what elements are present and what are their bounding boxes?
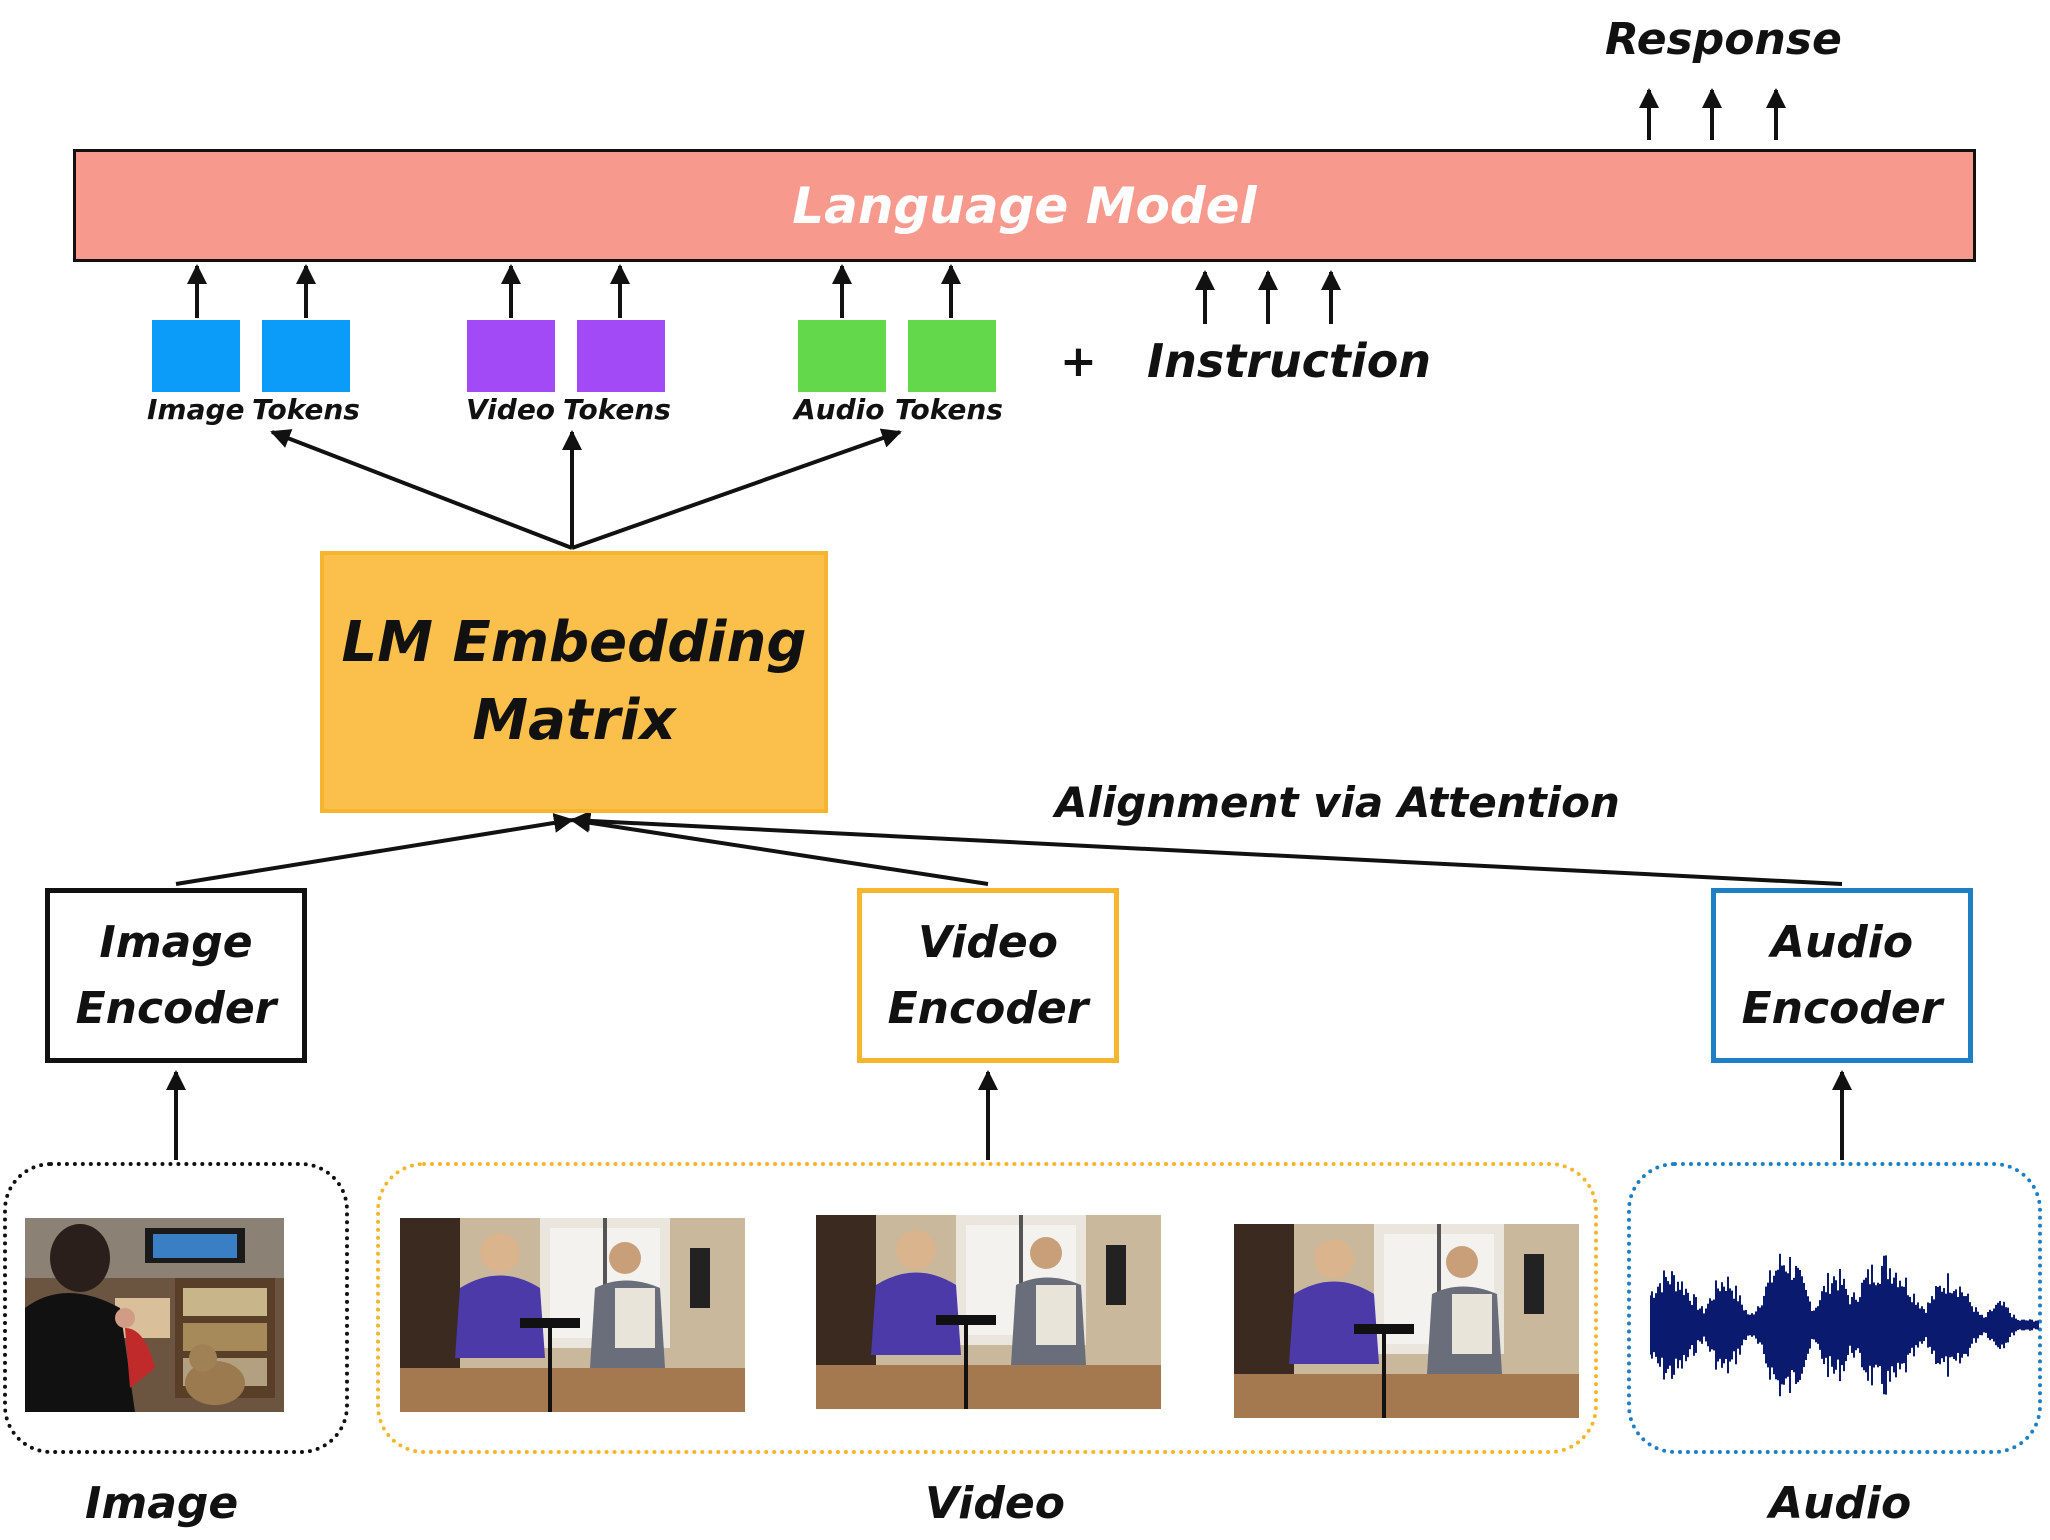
language-model-box: Language Model [73, 149, 1976, 262]
video-input-frame [376, 1162, 1598, 1454]
audio-tokens-label-right: Tokens [895, 393, 1003, 426]
image-input-frame [3, 1162, 349, 1454]
video-encoder-box: Video Encoder [857, 888, 1119, 1063]
instruction-label: Instruction [1147, 334, 1432, 388]
video-input-label: Video [925, 1478, 1065, 1529]
response-label: Response [1605, 14, 1842, 65]
audio-input-frame [1627, 1162, 2042, 1454]
audio-encoder-to-embedding [570, 810, 1843, 886]
video-tokens-label-left: Video [466, 393, 556, 426]
image-token-2 [262, 320, 350, 392]
lm-embedding-matrix-box: LM Embedding Matrix [320, 551, 828, 813]
audio-token-2 [908, 320, 996, 392]
video-frame-1 [400, 1218, 745, 1412]
video-encoder-line-1: Video [918, 916, 1058, 968]
image-tokens-label-left: Image [147, 393, 245, 426]
video-encoder-to-embedding [570, 812, 989, 886]
image-token-1 [152, 320, 240, 392]
audio-encoder-box: Audio Encoder [1711, 888, 1973, 1063]
image-encoder-line-2: Encoder [75, 982, 277, 1034]
embedding-to-image-tokens [270, 429, 573, 550]
image-encoder-line-1: Image [99, 916, 253, 968]
embedding-line-2: Matrix [472, 688, 676, 753]
video-encoder-line-2: Encoder [887, 982, 1089, 1034]
audio-encoder-line-1: Audio [1770, 916, 1914, 968]
embedding-line-1: LM Embedding [341, 610, 807, 675]
embedding-to-audio-tokens [571, 428, 902, 550]
plus-sign: + [1060, 336, 1097, 387]
audio-encoder-line-2: Encoder [1741, 982, 1943, 1034]
audio-waveform [1650, 1253, 2039, 1397]
audio-tokens-label-left: Audio [794, 393, 885, 426]
image-input-label: Image [85, 1478, 239, 1529]
audio-token-1 [798, 320, 886, 392]
image-input-photo [25, 1218, 284, 1412]
video-tokens-label-right: Tokens [563, 393, 671, 426]
image-tokens-label-right: Tokens [252, 393, 360, 426]
video-frame-3 [1234, 1224, 1579, 1418]
image-encoder-to-embedding [175, 812, 574, 886]
language-model-label: Language Model [792, 176, 1257, 235]
alignment-label: Alignment via Attention [1055, 778, 1620, 827]
video-token-2 [577, 320, 665, 392]
video-frame-2 [816, 1215, 1161, 1409]
image-encoder-box: Image Encoder [45, 888, 307, 1063]
audio-input-label: Audio [1769, 1478, 1912, 1529]
video-token-1 [467, 320, 555, 392]
